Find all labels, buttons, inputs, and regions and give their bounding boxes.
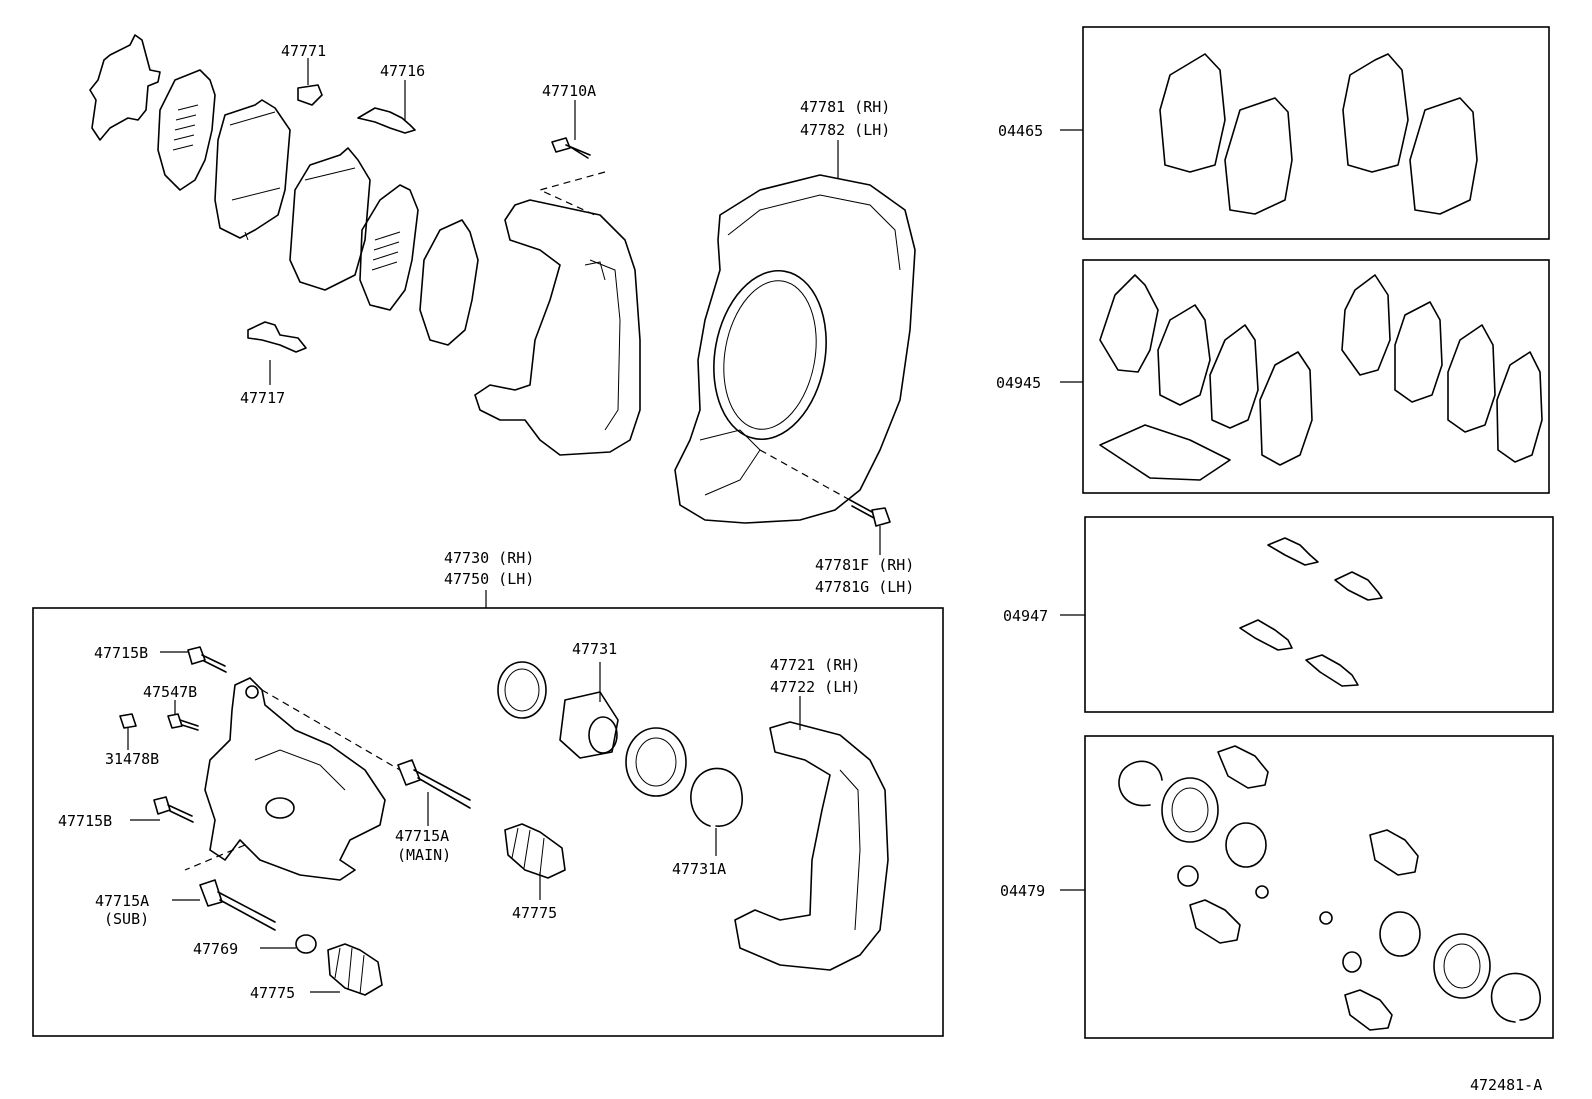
brake-pad-outer <box>214 99 291 241</box>
label-47722-lh: 47722 (LH) <box>770 678 860 696</box>
boot-47775-left <box>327 943 383 996</box>
label-47717: 47717 <box>240 389 285 407</box>
piston-seal-47731a <box>690 767 743 827</box>
label-47769: 47769 <box>193 940 238 958</box>
pad-support-clip <box>297 84 323 106</box>
label-47782-lh: 47782 (LH) <box>800 121 890 139</box>
label-kit-04479: 04479 <box>1000 882 1045 900</box>
shim-inner-2 <box>359 184 419 311</box>
dust-cover-bolt <box>849 499 891 527</box>
bolt-47715b-top <box>187 646 227 673</box>
anti-squeal-shim-inner <box>157 69 216 191</box>
label-47771: 47771 <box>281 42 326 60</box>
pad-wear-indicator <box>357 107 416 134</box>
label-47715a-main-note: (MAIN) <box>397 846 451 864</box>
bleeder-plug-47547b <box>167 713 199 731</box>
label-47781g-lh: 47781G (LH) <box>815 578 914 596</box>
shim-inner-3 <box>419 219 479 346</box>
label-47715a-sub: 47715A <box>95 892 149 910</box>
label-47775-mid: 47775 <box>512 904 557 922</box>
diagram-id: 472481-A <box>1470 1076 1542 1094</box>
anti-squeal-shim-outer <box>89 34 161 141</box>
guide-pin-main <box>397 759 471 809</box>
bolt-47715b-mid <box>153 796 194 823</box>
guide-pin-sub <box>199 879 276 931</box>
kit-04479-seals <box>1118 745 1541 1031</box>
brake-pad-inner <box>289 147 371 291</box>
anti-rattle-spring <box>247 321 307 353</box>
label-47715a-sub-note: (SUB) <box>104 910 149 928</box>
kit-box-04945 <box>1082 259 1550 494</box>
label-47715a-main: 47715A <box>395 827 449 845</box>
label-47547b: 47547B <box>143 683 197 701</box>
label-kit-04465: 04465 <box>998 122 1043 140</box>
caliper-bolt-47710a <box>551 137 591 159</box>
label-47731a: 47731A <box>672 860 726 878</box>
label-47781-rh: 47781 (RH) <box>800 98 890 116</box>
boot-47775-mid <box>504 823 566 879</box>
label-47715b-mid: 47715B <box>58 812 112 830</box>
kit-04465-pads <box>1159 53 1478 215</box>
label-47775-left: 47775 <box>250 984 295 1002</box>
cylinder-boot <box>625 727 687 797</box>
bleeder-cap-31478b <box>119 713 137 729</box>
label-kit-04947: 04947 <box>1003 607 1048 625</box>
label-47721-rh: 47721 (RH) <box>770 656 860 674</box>
kit-box-04465 <box>1082 26 1550 240</box>
label-47716: 47716 <box>380 62 425 80</box>
kit-04947-clips <box>1239 537 1383 687</box>
label-47750-lh: 47750 (LH) <box>444 570 534 588</box>
label-31478b: 31478B <box>105 750 159 768</box>
kit-box-04479 <box>1084 735 1554 1039</box>
label-47730-rh: 47730 (RH) <box>444 549 534 567</box>
caliper-assembly-frame <box>32 607 944 1037</box>
label-47731: 47731 <box>572 640 617 658</box>
disc-brake-dust-cover <box>674 174 916 524</box>
label-47781f-rh: 47781F (RH) <box>815 556 914 574</box>
kit-04945-shims <box>1099 274 1543 481</box>
piston-boot-47731a-ring <box>497 661 547 719</box>
label-47715b-top: 47715B <box>94 644 148 662</box>
bushing-47769 <box>295 934 317 954</box>
piston-47731 <box>559 691 619 759</box>
mounting-bracket-47721 <box>734 721 889 971</box>
label-47710a: 47710A <box>542 82 596 100</box>
caliper-body <box>204 677 386 881</box>
kit-box-04947 <box>1084 516 1554 713</box>
label-kit-04945: 04945 <box>996 374 1041 392</box>
mounting-bracket-top <box>474 199 641 456</box>
